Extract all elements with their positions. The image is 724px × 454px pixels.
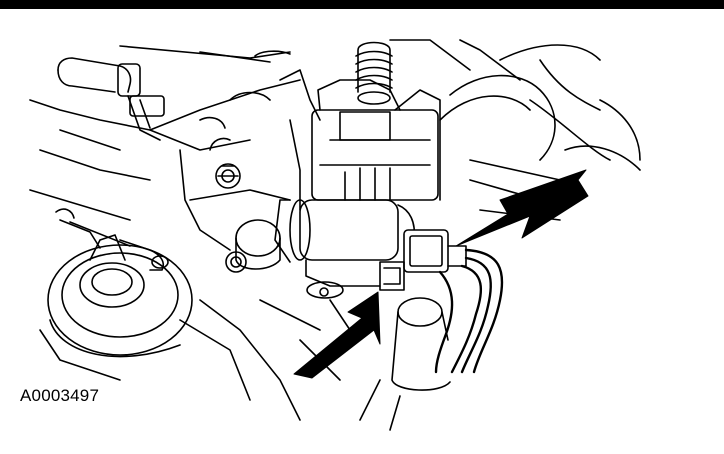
corrugated-hose — [355, 41, 393, 105]
solenoid-valve-body — [274, 79, 441, 299]
pointer-arrow-lower — [293, 291, 381, 379]
mounting-bolt-upper — [215, 163, 241, 189]
lower-pipe — [359, 297, 451, 431]
pointer-arrow-upper — [455, 169, 589, 247]
engine-block — [29, 69, 321, 251]
mounting-bolt-lower — [225, 251, 247, 273]
top-border-bar — [0, 0, 724, 9]
side-port — [235, 219, 281, 270]
electrical-connector — [379, 229, 467, 291]
vacuum-actuator — [39, 208, 193, 381]
figure-id-label: A0003497 — [20, 386, 100, 405]
upper-left-hose — [57, 57, 165, 141]
wiring-harness — [434, 248, 504, 374]
